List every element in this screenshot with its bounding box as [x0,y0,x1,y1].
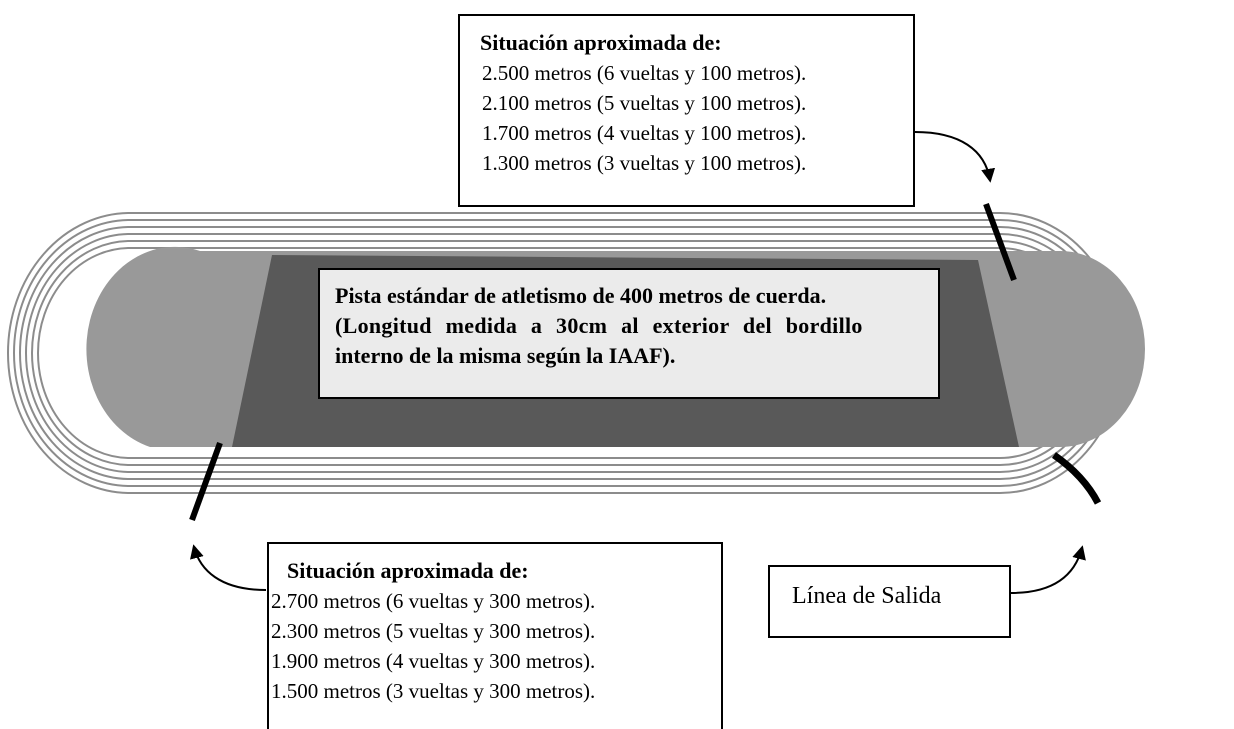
bottom-box-title: Situación aproximada de: [287,558,529,583]
bottom-box-line: 2.300 metros (5 vueltas y 300 metros). [271,619,596,643]
track-description-line: (Longitud medida a 30cm al exterior del … [335,313,863,338]
top-box-line: 1.300 metros (3 vueltas y 100 metros). [482,151,807,175]
bottom-box-line: 1.500 metros (3 vueltas y 300 metros). [271,679,596,703]
track-description-line: interno de la misma según la IAAF). [335,343,676,368]
top-box-title: Situación aproximada de: [480,30,722,55]
bottom-position-box: Situación aproximada de: 2.700 metros (6… [267,542,723,729]
start-line-label: Línea de Salida [792,583,942,609]
track-description-box: Pista estándar de atletismo de 400 metro… [318,268,940,399]
track-description-line: Pista estándar de atletismo de 400 metro… [335,283,827,308]
arrow-start-box [1010,545,1086,594]
top-position-box: Situación aproximada de: 2.500 metros (6… [458,14,915,207]
start-line-marker [1051,452,1102,505]
top-box-line: 2.100 metros (5 vueltas y 100 metros). [482,91,807,115]
arrow-bottom-box [190,544,267,591]
top-box-line: 2.500 metros (6 vueltas y 100 metros). [482,61,807,85]
bottom-box-line: 1.900 metros (4 vueltas y 300 metros). [271,649,596,673]
arrow-top-box [914,131,996,183]
bottom-box-line: 2.700 metros (6 vueltas y 300 metros). [271,589,596,613]
top-box-line: 1.700 metros (4 vueltas y 100 metros). [482,121,807,145]
marker-bottom-left [189,441,223,522]
marker-top-right [983,202,1017,282]
start-line-box: Línea de Salida [768,565,1011,638]
